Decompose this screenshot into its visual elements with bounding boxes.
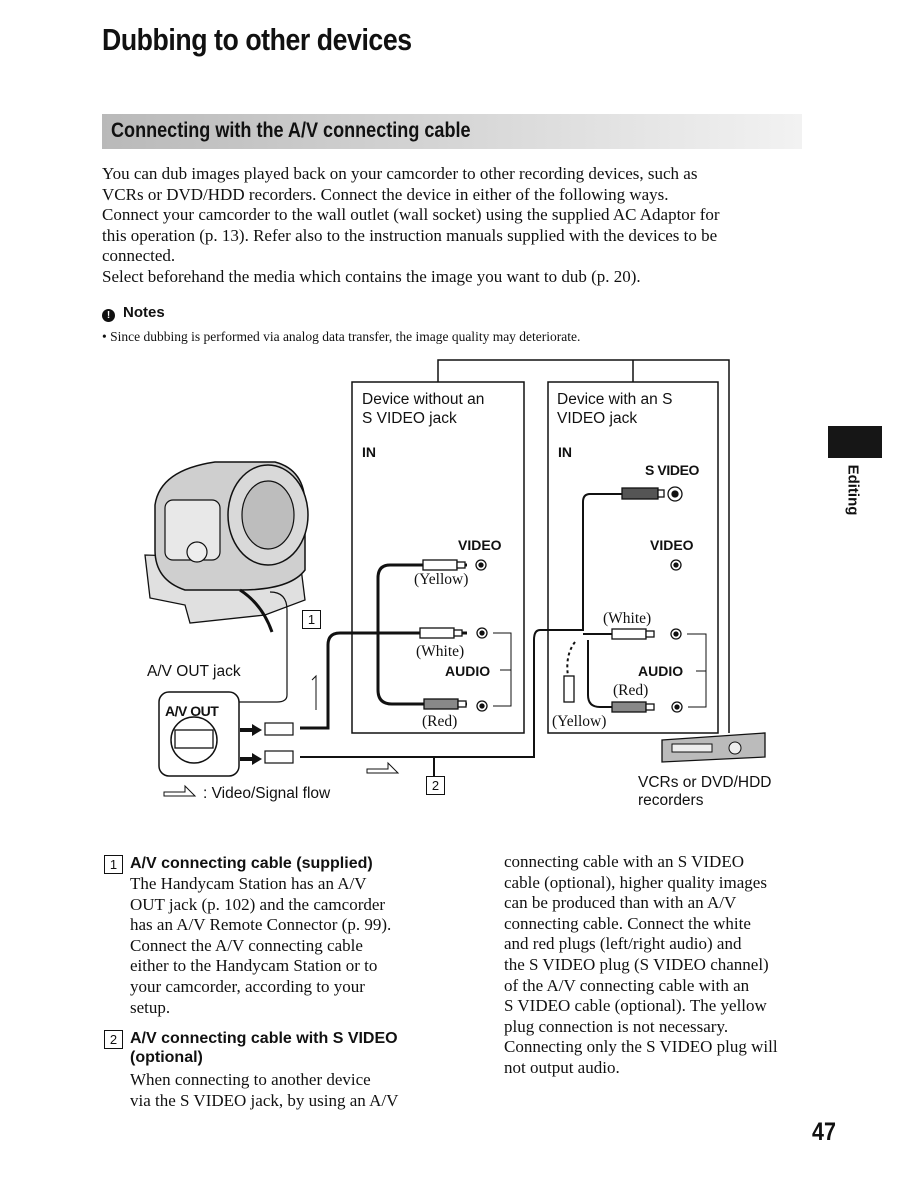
section-heading: Connecting with the A/V connecting cable: [111, 119, 471, 142]
av-out-panel: [158, 591, 317, 777]
right-column-line: plug connection is not necessary.: [504, 1016, 729, 1036]
right-column-line: connecting cable with an S VIDEO: [504, 852, 744, 871]
page-title: Dubbing to other devices: [102, 22, 412, 57]
cable-number-badge-2: 2: [426, 776, 445, 795]
caution-icon: !: [102, 309, 115, 322]
flow-legend-label: : Video/Signal flow: [203, 785, 331, 802]
camcorder-on-station-illustration: [144, 461, 309, 633]
item-line: setup.: [130, 997, 171, 1017]
av-cable-1: [300, 563, 467, 730]
jack-icons: [475, 486, 683, 713]
intro-paragraph: You can dub images played back on your c…: [102, 164, 802, 288]
plug-icons: [419, 487, 665, 713]
intro-line: You can dub images played back on your c…: [102, 164, 698, 183]
video-jack-label-right: VIDEO: [650, 537, 694, 553]
plug-color-red-right: (Red): [613, 682, 649, 699]
item-title-1: A/V connecting cable (supplied): [130, 855, 373, 872]
audio-jack-label-right: AUDIO: [638, 663, 684, 679]
cable-number-badge-1: 1: [302, 610, 321, 629]
plug-color-white-left: (White): [416, 643, 465, 660]
section-heading-bar: [102, 114, 802, 149]
right-column-line: of the A/V connecting cable with an: [504, 975, 750, 995]
input-label-left: IN: [362, 444, 376, 460]
right-column-text: connecting cable with an S VIDEO cable (…: [504, 852, 814, 1079]
device-without-svideo-label: Device without an S VIDEO jack: [362, 391, 485, 427]
input-label-right: IN: [558, 444, 572, 460]
device-without-svideo-box: [351, 381, 525, 734]
svideo-cable-2: [300, 493, 622, 776]
item-body-1: The Handycam Station has an A/V OUT jack…: [130, 874, 430, 1018]
svideo-jack-label: S VIDEO: [645, 462, 699, 478]
item-line: When connecting to another device: [130, 1070, 371, 1089]
plug-color-red-left: (Red): [422, 713, 458, 730]
item-line: via the S VIDEO jack, by using an A/V: [130, 1090, 399, 1110]
right-column-line: Connecting only the S VIDEO plug will: [504, 1037, 778, 1057]
device-with-svideo-label: Device with an S VIDEO jack: [557, 391, 673, 427]
right-column-line: connecting cable. Connect the white: [504, 913, 751, 933]
item-line: The Handycam Station has an A/V: [130, 874, 367, 893]
audio-brackets: [493, 632, 707, 708]
device-with-svideo-box: [547, 381, 719, 734]
item-line: has an A/V Remote Connector (p. 99).: [130, 915, 392, 935]
av-out-panel-label: A/V OUT: [165, 703, 219, 719]
video-jack-label-left: VIDEO: [458, 537, 502, 553]
page-number: 47: [812, 1118, 836, 1146]
device-bracket: [437, 359, 730, 733]
right-column-line: not output audio.: [504, 1057, 620, 1077]
right-column-line: the S VIDEO plug (S VIDEO channel): [504, 954, 769, 974]
item-line: Connect the A/V connecting cable: [130, 935, 363, 955]
right-column-line: cable (optional), higher quality images: [504, 872, 767, 892]
item-line: your camcorder, according to your: [130, 976, 365, 996]
connection-diagram: [144, 359, 766, 797]
item-number-badge-1: 1: [104, 855, 123, 874]
intro-line: connected.: [102, 246, 176, 266]
notes-heading-text: Notes: [123, 304, 165, 321]
signal-flow-arrow-icon: [163, 761, 400, 797]
item-line: either to the Handycam Station or to: [130, 956, 378, 976]
right-column-line: S VIDEO cable (optional). The yellow: [504, 996, 767, 1016]
right-column-line: can be produced than with an A/V: [504, 893, 737, 913]
audio-jack-label-left: AUDIO: [445, 663, 491, 679]
intro-line: this operation (p. 13). Refer also to th…: [102, 225, 718, 245]
vcr-label: VCRs or DVD/HDD recorders: [638, 774, 772, 809]
item-title-2: A/V connecting cable with S VIDEO (optio…: [130, 1030, 398, 1066]
item-body-2: When connecting to another device via th…: [130, 1070, 430, 1111]
notes-heading: ! Notes: [102, 304, 165, 322]
item-line: OUT jack (p. 102) and the camcorder: [130, 894, 386, 914]
vcr-illustration: [661, 732, 766, 763]
notes-item: • Since dubbing is performed via analog …: [102, 329, 581, 344]
side-tab-marker: [828, 426, 882, 458]
intro-line: VCRs or DVD/HDD recorders. Connect the d…: [102, 184, 669, 204]
plug-color-yellow-left: (Yellow): [414, 571, 469, 588]
item-number-badge-2: 2: [104, 1030, 123, 1049]
av-out-jack-label: A/V OUT jack: [147, 663, 241, 680]
intro-line: Select beforehand the media which contai…: [102, 266, 641, 286]
intro-line: Connect your camcorder to the wall outle…: [102, 205, 720, 225]
plug-color-white-right: (White): [603, 610, 652, 627]
right-column-line: and red plugs (left/right audio) and: [504, 934, 742, 954]
plug-color-yellow-right: (Yellow): [552, 713, 607, 730]
